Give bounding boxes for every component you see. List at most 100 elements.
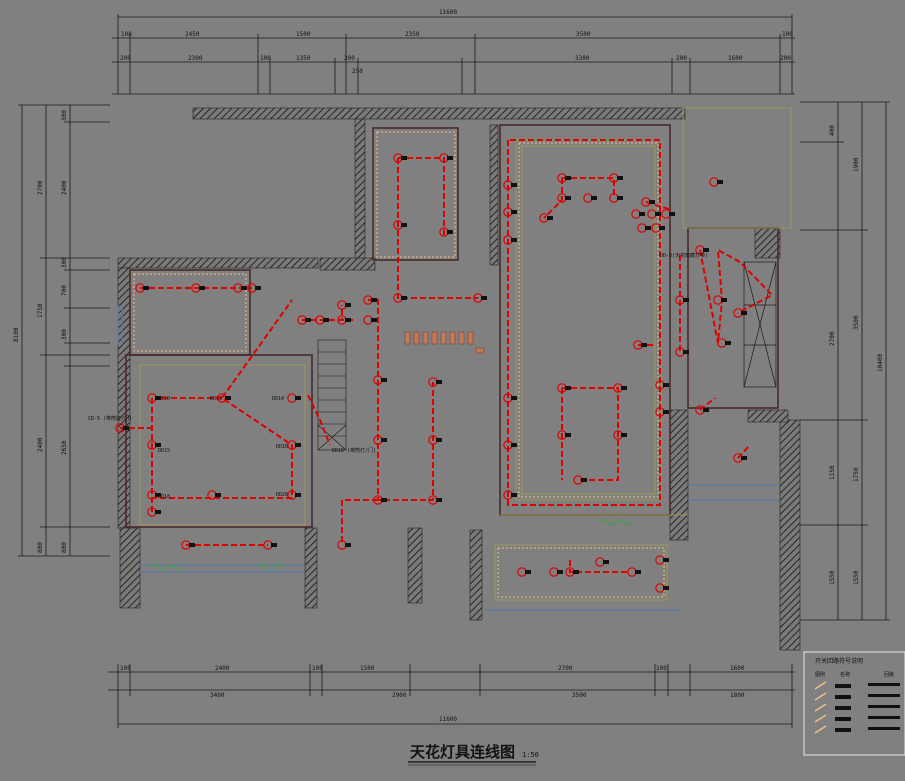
left-dimension-labels: 8100 2700 1750 2400 800 300 2400 300 700…: [13, 110, 68, 553]
dim-label: 2700: [829, 331, 836, 346]
dim-label: 1550: [829, 570, 836, 585]
light-fixture: [337, 540, 347, 550]
fixture-label: DD18: [158, 494, 170, 500]
fixture-tag: [401, 156, 407, 160]
wood-rail: [404, 331, 485, 354]
dim-label: 800: [61, 542, 68, 553]
dim-label: 1600: [730, 665, 745, 672]
walls: [117, 107, 801, 651]
dim-label: 3500: [576, 31, 591, 38]
fixture-tag: [436, 380, 442, 384]
light-fixture: [595, 557, 605, 567]
legend-circuit-bar: [868, 705, 900, 708]
fixture-tag: [721, 298, 727, 302]
fixture-tag: [401, 296, 407, 300]
fixture-tag: [725, 341, 731, 345]
dim-label: 100: [260, 55, 271, 62]
fixture-tag: [639, 212, 645, 216]
dim-label: 100: [312, 665, 323, 672]
dim-label: 1600: [728, 55, 743, 62]
fixture-tag: [703, 408, 709, 412]
light-fixture: [583, 193, 593, 203]
fixture-tag: [591, 196, 597, 200]
switch-symbol-icon: [814, 714, 827, 723]
legend-circuit-bar: [868, 716, 900, 719]
fixture-tag: [295, 396, 301, 400]
legend-circuit-bar: [868, 727, 900, 730]
switch-symbol-icon: [814, 725, 827, 734]
fixture-tag: [683, 350, 689, 354]
legend-header: 名称: [840, 671, 850, 678]
legend-title: 开关回路符号说明: [815, 657, 863, 665]
fixture-tag: [573, 570, 579, 574]
fixture-tag: [603, 560, 609, 564]
light-fixture: [655, 583, 665, 593]
bottom-dimensions: [108, 664, 795, 728]
dim-label: 100: [121, 31, 132, 38]
dim-label: 300: [61, 329, 68, 340]
light-fixture: [287, 393, 297, 403]
fixture-tag: [617, 176, 623, 180]
dim-label: 1500: [360, 665, 375, 672]
fixture-markers: [115, 153, 747, 593]
fixture-tag: [683, 298, 689, 302]
fixture-strips: [133, 131, 665, 598]
dim-label: 100: [120, 665, 131, 672]
light-fixture: [717, 338, 727, 348]
light-fixture: [655, 555, 665, 565]
fixture-tag: [649, 200, 655, 204]
light-fixture: [661, 209, 671, 219]
bottom-total-label: 11600: [439, 716, 457, 723]
annotation: DD-0(天花暗藏灯带): [660, 252, 708, 259]
dim-label: 200: [120, 55, 131, 62]
fixture-tag: [345, 543, 351, 547]
legend-name-bar: [835, 684, 851, 688]
fixture-tag: [663, 410, 669, 414]
top-total-label: 11600: [439, 9, 457, 16]
fixture-tag: [345, 303, 351, 307]
fixture-tag: [703, 248, 709, 252]
fixture-tag: [371, 298, 377, 302]
dim-label: 2400: [37, 437, 44, 452]
dim-label: 1500: [296, 31, 311, 38]
fixture-tag: [155, 510, 161, 514]
light-fixture: [713, 295, 723, 305]
fixture-tag: [225, 396, 231, 400]
dim-label: 1350: [296, 55, 311, 62]
left-dimensions: [18, 104, 110, 557]
fixture-tag: [295, 443, 301, 447]
top-dimensions: [112, 14, 795, 95]
dim-label: 1900: [853, 157, 860, 172]
legend-header: 回路: [884, 671, 894, 678]
legend-name-bar: [835, 695, 851, 699]
fixture-tag: [371, 318, 377, 322]
fixture-tag: [645, 226, 651, 230]
fixture-label: DD14: [272, 396, 284, 402]
fixture-tag: [155, 493, 161, 497]
legend-rows: [814, 681, 900, 734]
fixture-tag: [123, 426, 129, 430]
light-fixture: [549, 567, 559, 577]
dim-label: 100: [782, 31, 793, 38]
fixture-tag: [511, 396, 517, 400]
fixture-tag: [436, 498, 442, 502]
fixture-tag: [621, 386, 627, 390]
fixture-tag: [155, 396, 161, 400]
fixture-tag: [241, 286, 247, 290]
fixture-tag: [143, 286, 149, 290]
fixture-tag: [741, 311, 747, 315]
fixture-tag: [525, 570, 531, 574]
dim-label: 2700: [558, 665, 573, 672]
light-fixture: [709, 177, 719, 187]
fixture-label: DD16: [276, 444, 288, 450]
dim-label: 1750: [853, 467, 860, 482]
dim-label: 2900: [392, 692, 407, 699]
dim-label: 3500: [572, 692, 587, 699]
fixture-tag: [717, 180, 723, 184]
fixture-tag: [199, 286, 205, 290]
legend-name-bar: [835, 728, 851, 732]
annotation: DD16 (带筒灯/门): [332, 447, 376, 454]
dim-label: 2650: [61, 440, 68, 455]
fixture-tag: [641, 343, 647, 347]
